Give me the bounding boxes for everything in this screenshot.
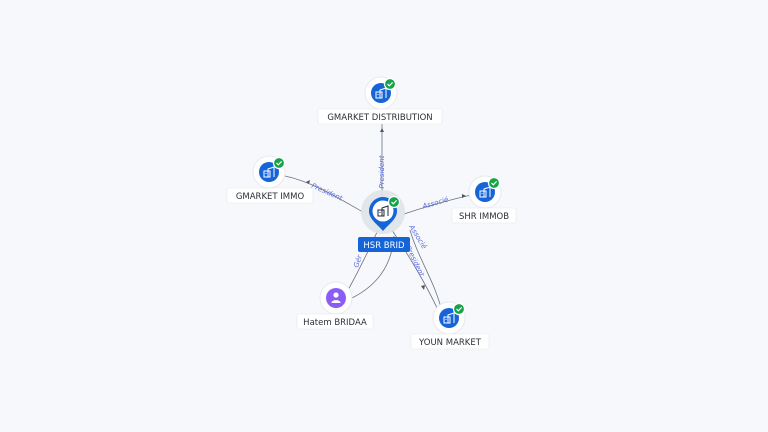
checkmark-icon xyxy=(391,199,398,205)
arrow-head xyxy=(421,285,425,290)
node-shr-immob[interactable]: SHR IMMOB xyxy=(451,175,517,224)
node-label-box xyxy=(317,108,443,125)
center-label: HSR BRID xyxy=(363,241,405,251)
node-label-box xyxy=(296,313,374,330)
verified-check-icon xyxy=(387,195,401,209)
node-label: Hatem BRIDAA xyxy=(303,318,367,328)
arrow-head xyxy=(380,128,384,132)
building-icon xyxy=(443,312,455,324)
node-label: SHR IMMOB xyxy=(459,212,509,222)
edge-label-gmarket-distribution: President xyxy=(378,155,386,188)
node-label-box xyxy=(226,187,314,204)
node-label-box xyxy=(451,207,517,224)
verified-check-icon xyxy=(487,176,501,190)
arrow-head xyxy=(306,180,310,184)
node-label: GMARKET IMMO xyxy=(236,192,305,202)
edge-center-gmarket-immo[interactable] xyxy=(284,175,364,213)
node-label-box xyxy=(410,333,490,350)
arrow-head xyxy=(462,194,466,198)
node-label: YOUN MARKET xyxy=(418,338,482,348)
node-hatem-bridaa[interactable]: Hatem BRIDAA xyxy=(296,281,374,330)
building-icon xyxy=(263,166,275,178)
edge-label-gmarket-immo: President xyxy=(310,182,344,203)
node-gmarket-immo[interactable]: GMARKET IMMO xyxy=(226,155,314,204)
verified-check-icon xyxy=(383,77,397,91)
person-icon xyxy=(331,292,341,303)
center-label-tag xyxy=(358,237,410,252)
edge-youn-center[interactable] xyxy=(409,229,443,313)
node-youn-market[interactable]: YOUN MARKET xyxy=(410,301,490,350)
edge-center-youn-market[interactable] xyxy=(391,229,439,311)
verified-check-icon xyxy=(272,156,286,170)
building-icon xyxy=(377,205,389,217)
checkmark-icon xyxy=(491,180,498,186)
node-gmarket-distribution[interactable]: GMARKET DISTRIBUTION xyxy=(317,76,443,125)
center-node-hsr-brid[interactable]: HSR BRID xyxy=(358,190,410,252)
edge-label-hatem: Gér xyxy=(352,253,364,269)
edge-label-shr-immob: Associé xyxy=(421,195,450,210)
checkmark-icon xyxy=(456,306,463,312)
building-icon xyxy=(479,186,491,198)
edge-hatem-center[interactable] xyxy=(345,229,379,295)
checkmark-icon xyxy=(276,160,283,166)
verified-check-icon xyxy=(452,302,466,316)
checkmark-icon xyxy=(387,81,394,87)
node-label: GMARKET DISTRIBUTION xyxy=(327,113,432,123)
edges xyxy=(284,110,477,313)
node-core xyxy=(326,288,346,308)
building-icon xyxy=(375,87,387,99)
